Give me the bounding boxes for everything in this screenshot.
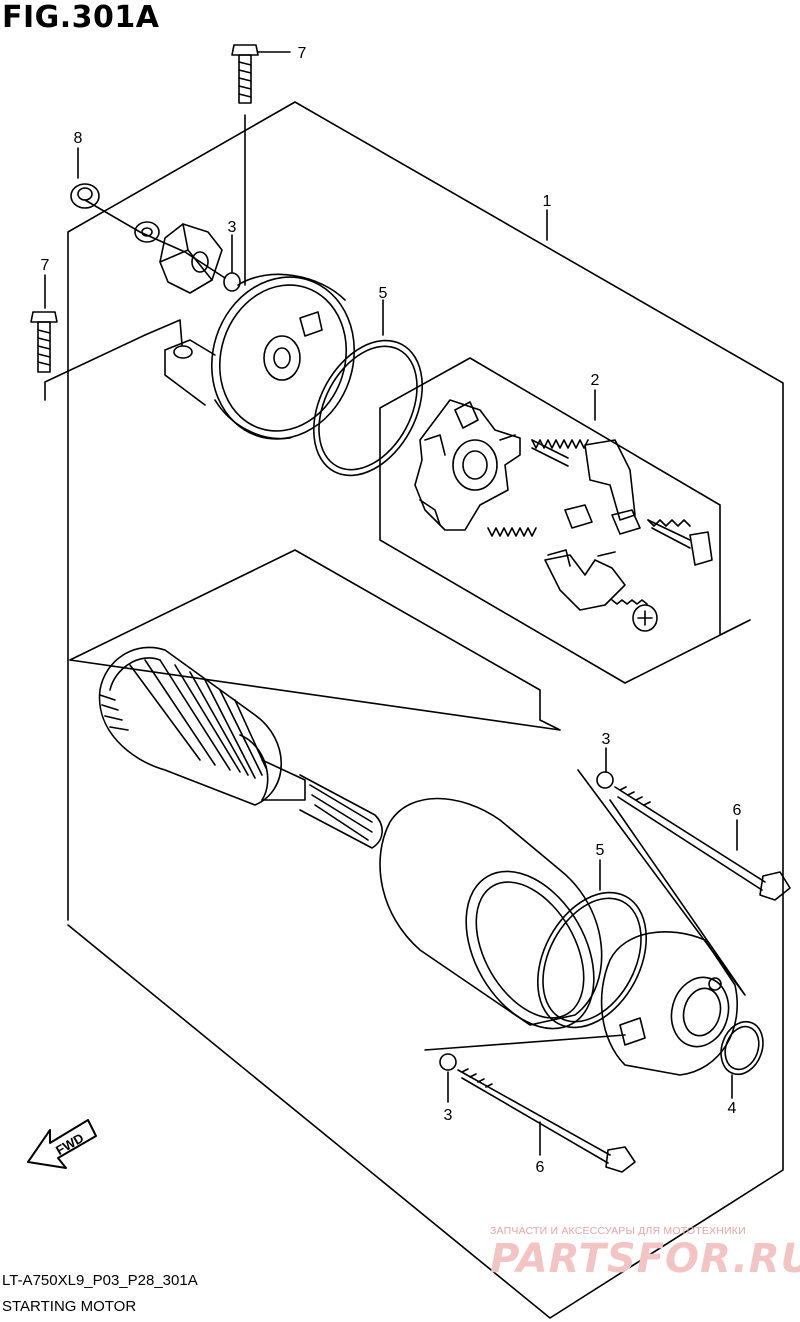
callout-1: 1 [543, 193, 552, 210]
o-ring-3-top [223, 272, 241, 292]
nut-8 [70, 183, 100, 209]
brush-spring-upper [531, 439, 589, 467]
armature [98, 646, 383, 849]
watermark-tagline: ЗАПЧАСТИ И АКСЕССУАРЫ ДЛЯ МОТОТЕХНИКИ [490, 1225, 746, 1237]
callout-3c: 3 [444, 1107, 453, 1124]
figure-name: STARTING MOTOR [2, 1298, 137, 1315]
rear-end-cover [164, 273, 356, 440]
terminal-bolt [647, 519, 713, 566]
yoke-housing [379, 797, 603, 1030]
bolt-7-top [231, 44, 259, 104]
callout-5b: 5 [596, 842, 605, 859]
o-ring-5-front [536, 891, 648, 1029]
armature-box [69, 549, 561, 731]
callout-2: 2 [591, 372, 600, 389]
callout-3a: 3 [228, 219, 237, 236]
callout-5a: 5 [379, 285, 388, 302]
brush-spring-lower [487, 527, 537, 537]
callout-6b: 6 [536, 1159, 545, 1176]
nut-chain-line [84, 199, 226, 279]
fwd-arrow [27, 1119, 97, 1169]
washer-3-lower [439, 1053, 457, 1071]
brush-set-upper [564, 439, 641, 535]
washer-bushing [134, 221, 160, 243]
watermark-brand: PARTSFOR.RU [490, 1236, 800, 1282]
brush-screw [611, 599, 658, 632]
callout-7a: 7 [298, 45, 307, 62]
callout-6a: 6 [733, 802, 742, 819]
through-bolt-6-upper [614, 786, 791, 901]
brush-holder-plate [414, 399, 521, 531]
upper-chain-lines [577, 769, 746, 996]
lower-chain-lines [424, 1034, 626, 1051]
brush-set-lower [544, 549, 626, 611]
bolt-7-left [30, 311, 58, 373]
callout-8: 8 [74, 130, 83, 147]
through-bolt-6-lower [457, 1068, 636, 1173]
callout-3b: 3 [602, 731, 611, 748]
o-ring-4 [720, 1020, 764, 1076]
washer-3-upper [596, 771, 614, 789]
terminal-hex-nut [159, 223, 223, 294]
callout-4: 4 [728, 1100, 737, 1117]
o-ring-5-rear [312, 339, 424, 477]
mount-line-left [44, 319, 183, 401]
figure-code: LT-A750XL9_P03_P28_301A [2, 1272, 198, 1289]
brush-holder-box [379, 357, 751, 684]
figure-title: FIG.301A [2, 0, 160, 35]
assembly-outline [67, 101, 784, 1319]
callout-7b: 7 [41, 257, 50, 274]
